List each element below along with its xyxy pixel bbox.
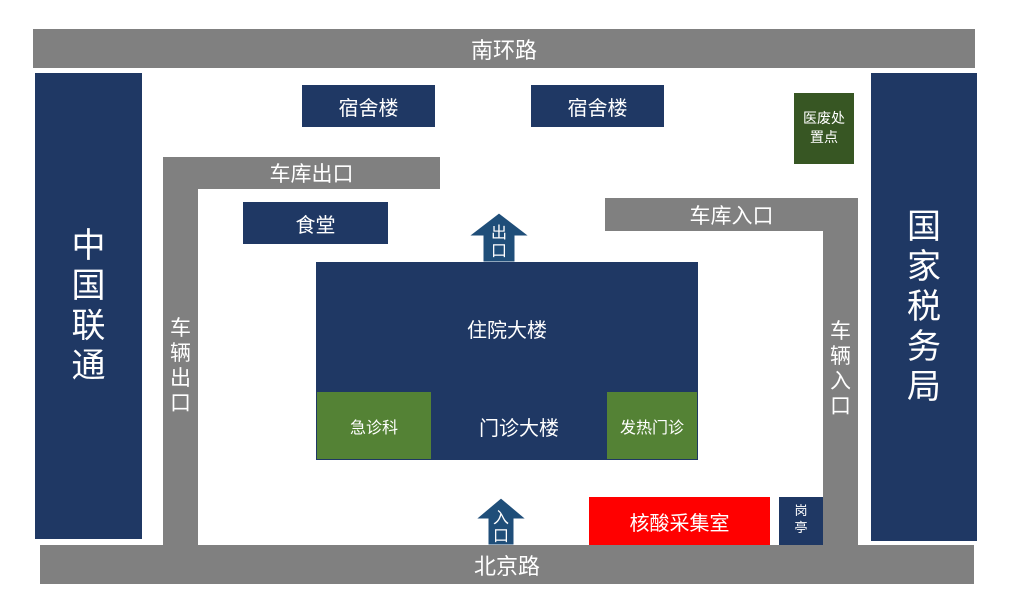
dorm-2-label: 宿舍楼 (567, 95, 628, 120)
dorm-1-label: 宿舍楼 (338, 95, 399, 120)
south-ring-road: 南环路 (33, 29, 975, 68)
china-unicom-block: 中国联通 (35, 73, 142, 539)
fever-clinic: 发热门诊 (607, 392, 697, 459)
tax-bureau-block: 国家税务局 (871, 73, 977, 541)
up-arrow-icon (475, 497, 527, 545)
nucleic-acid-room: 核酸采集室 (589, 497, 770, 545)
emergency-department: 急诊科 (317, 392, 431, 459)
medical-waste-label: 医废处置点 (802, 110, 845, 146)
garage-exit-lane: 车库出口 (163, 157, 440, 189)
inpatient-label: 住院大楼 (467, 318, 547, 342)
guard-booth: 岗亭 (779, 497, 823, 545)
emergency-label: 急诊科 (349, 417, 398, 437)
fever-clinic-label: 发热门诊 (619, 417, 684, 437)
outpatient-building: 门诊大楼 (431, 392, 607, 460)
exit-arrow: 出口 (468, 212, 530, 262)
south-ring-road-label: 南环路 (470, 38, 537, 64)
dorm-building-1: 宿舍楼 (302, 85, 435, 127)
guard-booth-label: 岗亭 (794, 504, 808, 536)
vehicle-exit-lane: 车辆出口 (163, 157, 198, 547)
vehicle-entrance-label: 车辆入口 (829, 319, 851, 418)
vehicle-entrance-lane: 车辆入口 (823, 198, 858, 548)
exit-arrow-label: 出口 (491, 223, 508, 260)
up-arrow-icon (468, 212, 530, 262)
canteen-label: 食堂 (295, 212, 336, 237)
beijing-road-label: 北京路 (473, 554, 540, 580)
entrance-arrow: 入口 (475, 497, 527, 545)
nucleic-acid-label: 核酸采集室 (629, 510, 730, 535)
medical-waste-point: 医废处置点 (793, 92, 855, 165)
dorm-building-2: 宿舍楼 (531, 85, 664, 127)
china-unicom-label: 中国联通 (71, 225, 106, 387)
entrance-arrow-label: 入口 (493, 508, 510, 545)
garage-entrance-lane: 车库入口 (605, 198, 858, 231)
vehicle-exit-label: 车辆出口 (169, 316, 191, 415)
canteen: 食堂 (243, 202, 388, 244)
garage-exit-label: 车库出口 (269, 162, 354, 186)
outpatient-label: 门诊大楼 (479, 415, 559, 440)
garage-entrance-label: 车库入口 (689, 203, 774, 228)
tax-bureau-label: 国家税务局 (907, 206, 941, 408)
beijing-road: 北京路 (40, 545, 974, 584)
